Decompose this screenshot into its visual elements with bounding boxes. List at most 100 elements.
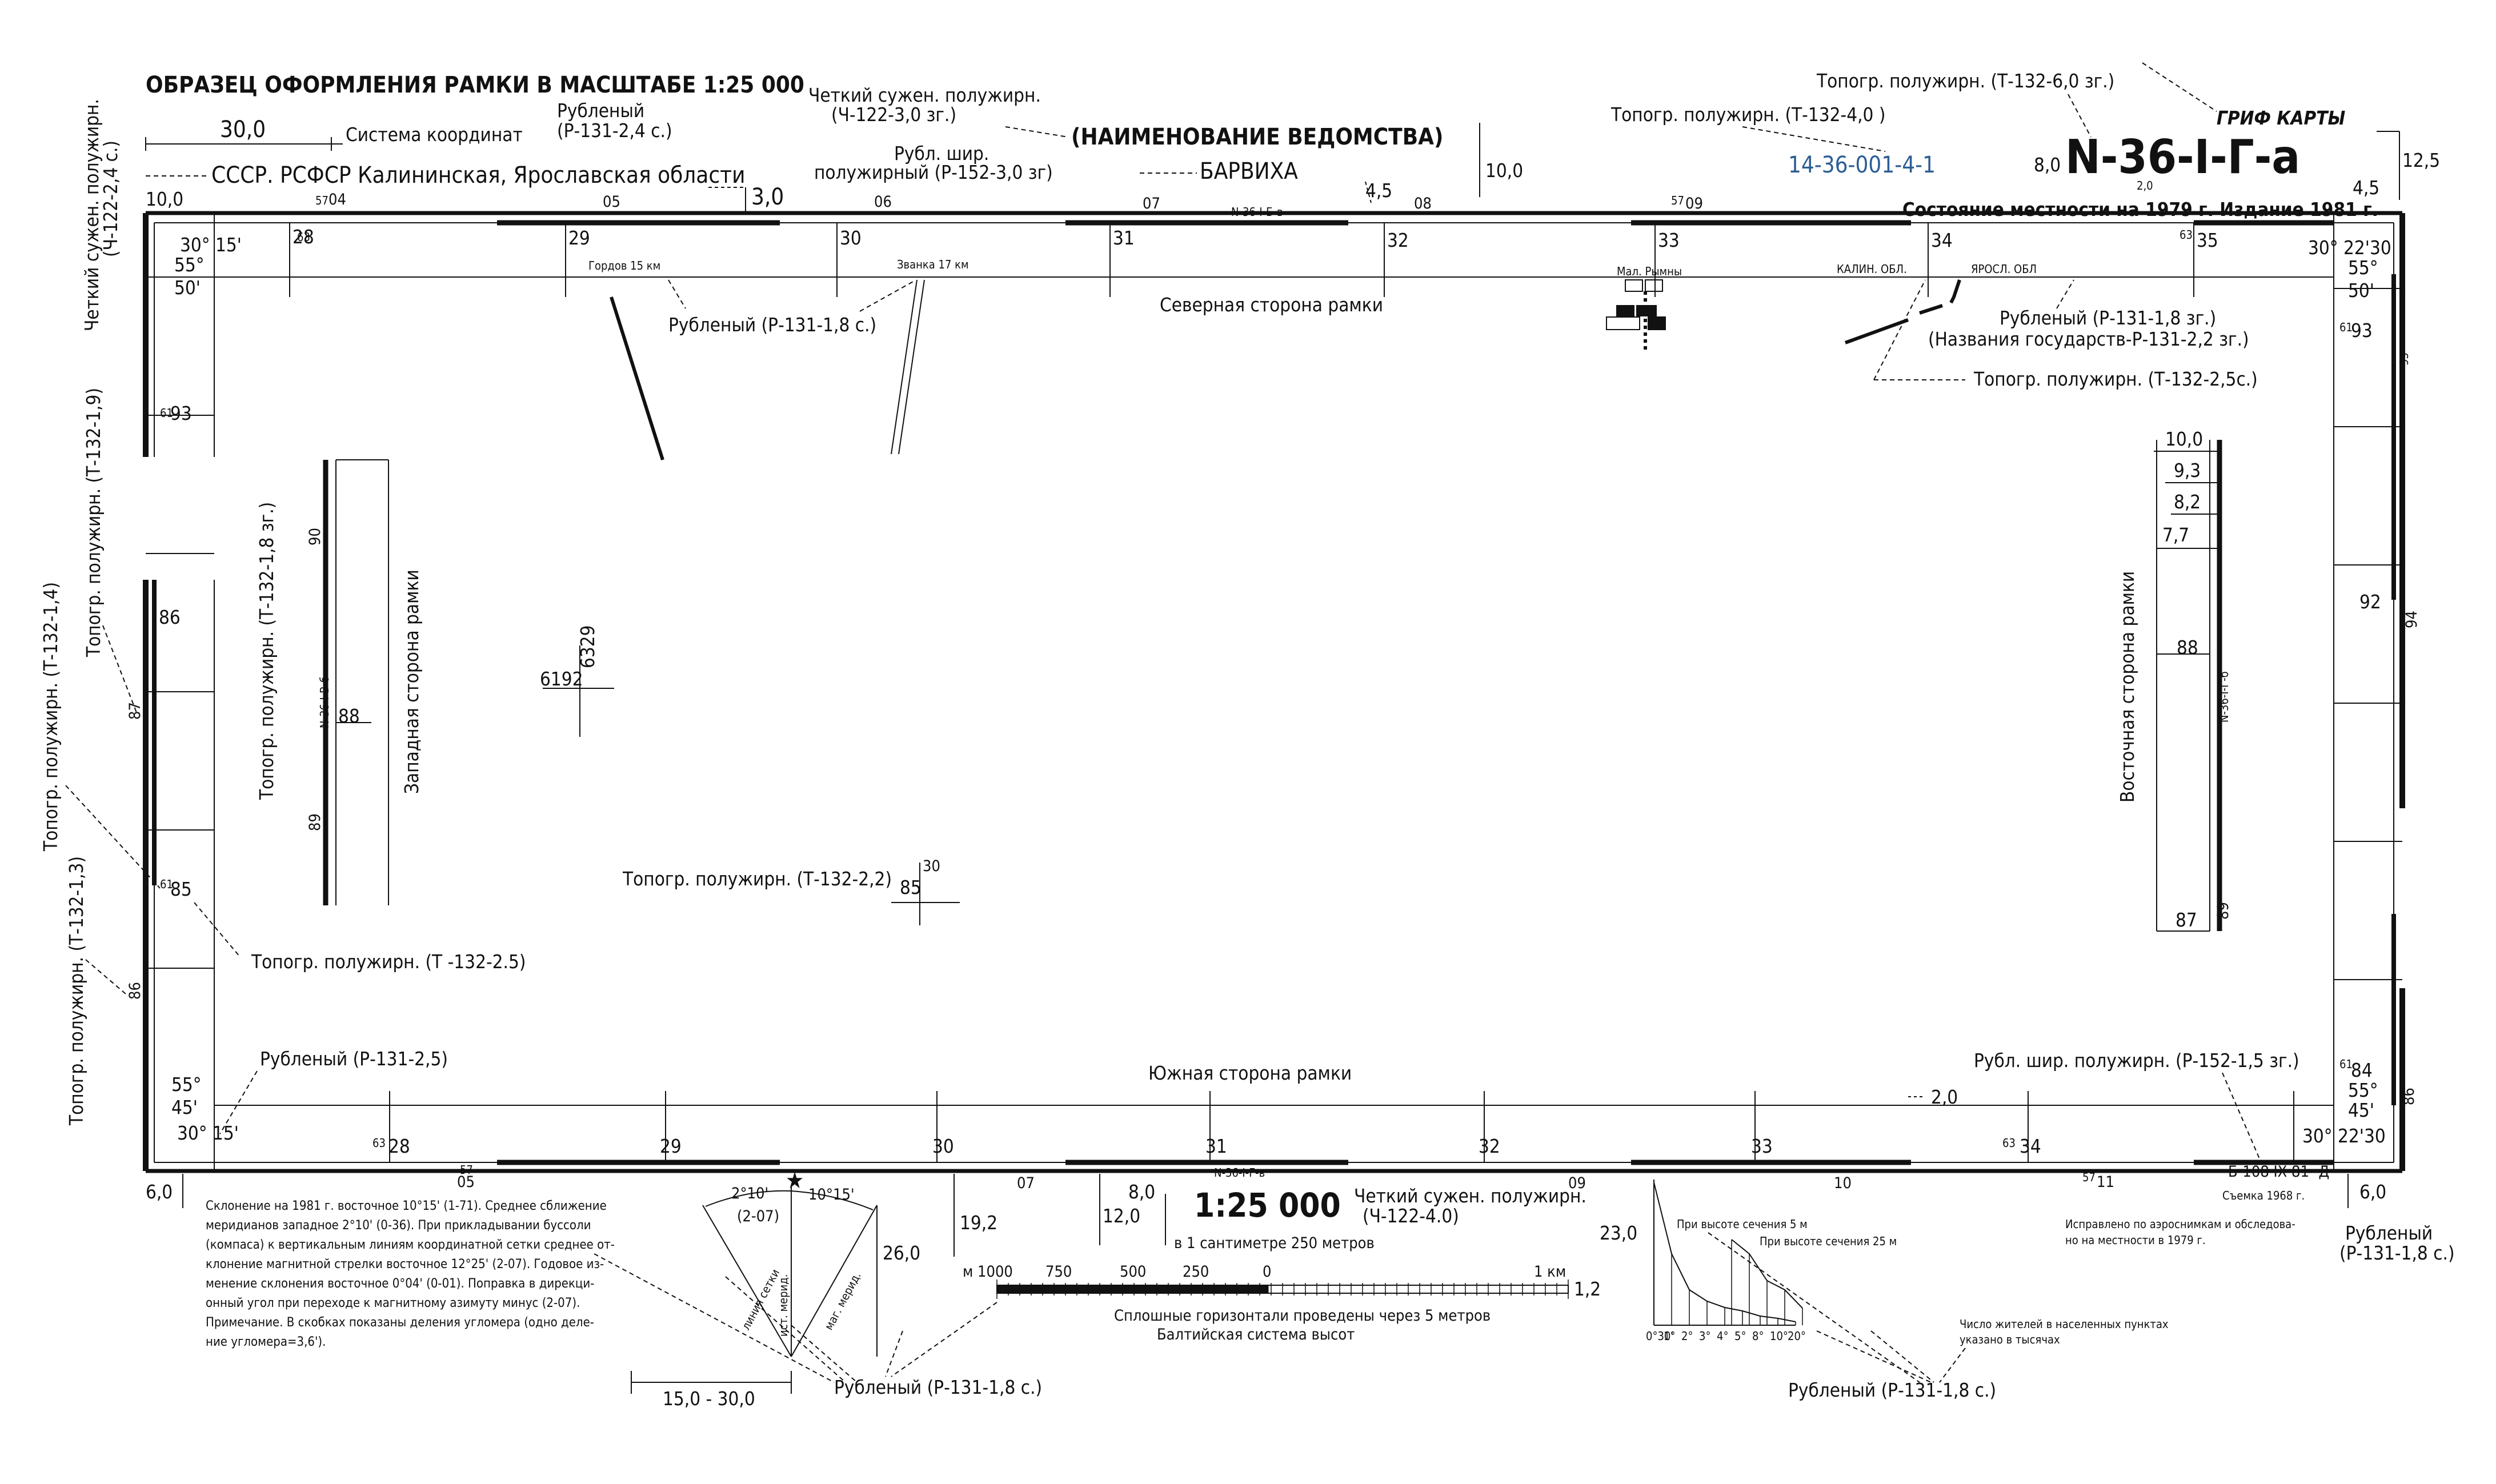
scale-tick-0: 0 [1263,1263,1271,1281]
grid-km-31: 31 [1113,227,1135,249]
east-84: 84 [2351,1059,2373,1081]
road-zvanka: Званка 17 км [897,258,969,271]
south-dim-6-left: 6,0 [146,1181,173,1203]
south-km-31: 31 [1205,1135,1227,1157]
grid-km-30: 30 [840,227,862,249]
grif-font-note: Топогр. полужирн. (Т-132-6,0 зг.) [1816,70,2114,92]
survey-1: Съемка 1968 г. [2222,1189,2305,1202]
south-km-32: 32 [1479,1135,1500,1157]
west-margin-notes: Четкий сужен. полужирн. (Ч-122-2,4 с.) Т… [39,99,161,1126]
south-dim-8: 8,0 [1128,1181,1155,1203]
sample-title: ОБРАЗЕЦ ОФОРМЛЕНИЯ РАМКИ В МАСШТАБЕ 1:25… [146,72,804,98]
font-note-t132-19: Топогр. полужирн. (Т-132-1,9) [82,388,105,657]
south-side-label: Южная сторона рамки [1148,1062,1352,1084]
name-font-note-2: полужирный (Р-152-3,0 зг) [814,161,1053,183]
print-code: Б-108 IX 81 -Д [2228,1163,2329,1181]
west-90: 90 [306,528,324,546]
oblast-right: ЯРОСЛ. ОБЛ [1971,262,2037,276]
contour-2: Балтийская система высот [1157,1326,1355,1343]
scale-tick-250: 250 [1183,1263,1209,1281]
dim-region-3: 3,0 [751,184,784,210]
south-rubl-left: Рубленый (Р-131-1,8 с.) [834,1376,1042,1398]
south-prefix-57b: 57 [2082,1170,2096,1184]
oblast-font-3: Топогр. полужирн. (Т-132-2,5с.) [1973,368,2258,390]
south-dim-12: 12,0 [1103,1205,1140,1227]
south-leaders [594,1232,1966,1383]
grid-top-06: 06 [874,193,892,211]
slope-tick-label: 8° [1752,1329,1764,1343]
road-gordov: Гордов 15 км [588,259,660,272]
south-grid-07: 07 [1017,1174,1035,1192]
south-rubl-mid: Рубленый (Р-131-1,8 с.) [1788,1379,1996,1401]
region-line: СССР. РСФСР Калининская, Ярославская обл… [211,162,745,188]
road-font-note: Рубленый (Р-131-1,8 с.) [668,314,876,336]
scale: 1:25 000 [1194,1186,1341,1225]
west-prefix-61b: 61 [160,877,173,891]
east-prefix-61b: 61 [2339,1057,2353,1071]
south-dim-2: 2,0 [1931,1086,1958,1108]
slope-tick-label: 20° [1788,1329,1806,1343]
east-86: 86 [2400,1088,2418,1105]
center-grid-cross [543,645,614,737]
south-km-34: 34 [2020,1135,2041,1157]
grid-top-08: 08 [1414,195,1432,212]
oblast-left: КАЛИН. ОБЛ. [1837,262,1907,276]
ministry-name: (НАИМЕНОВАНИЕ ВЕДОМСТВА) [1071,124,1443,150]
south-prefix-63: 63 [372,1136,386,1150]
west-side-label: Западная сторона рамки [400,569,423,794]
south-dim-26: 26,0 [883,1242,920,1264]
grid-prefix-57-top: 57 [315,194,328,207]
scale-tick-500: 500 [1120,1263,1146,1281]
name-font-note-1: Рубл. шир. [894,142,989,165]
west-prefix-61: 61 [160,406,173,420]
south-grid-11: 11 [2097,1173,2114,1191]
grid-85-center: 85 [900,876,922,899]
slope-tick-label: 10° [1770,1329,1788,1343]
grid-ticks [146,223,2402,1162]
south-font-right: Рубл. шир. полужирн. (Р-152-1,5 зг.) [1974,1049,2299,1072]
south-dim-15-30: 15,0 - 30,0 [663,1387,755,1410]
center-grid-cross-2 [891,863,960,925]
nomenclature-font-note: Топогр. полужирн. (Т-132-4,0 ) [1610,103,1885,126]
sheet-frame [143,211,2405,1173]
east-dim-7-7: 7,7 [2162,524,2189,546]
east-side-label: Восточная сторона рамки [2116,571,2138,803]
font-note-t132-14: Топогр. полужирн. (Т-132-1,4) [39,582,62,852]
south-rubl-right-1: Рубленый [2345,1222,2433,1244]
east-87: 87 [2176,909,2197,931]
coord-system-dimension: 30,0 Система координат [145,117,523,151]
west-detail [323,459,389,905]
south-rubl-right-2: (Р-131-1,8 с.) [2339,1242,2455,1264]
scale-tick-1000: м 1000 [963,1263,1013,1281]
east-88: 88 [2177,636,2198,659]
south-lat-right: 55° [2348,1079,2378,1101]
font-note-t132-13: Топогр. полужирн. (Т-132-1,3) [65,856,87,1126]
oblast-boundary [1844,279,1961,344]
town-symbol [1606,279,1666,351]
grid-top-09: 09 [1685,195,1703,212]
oblast-font-2: (Названия государств-Р-131-2,2 зг.) [1928,328,2249,350]
west-85: 85 [170,878,192,900]
declination-line: ние угломера=3,6'). [206,1335,326,1349]
south-lon-left: 30° 15' [177,1122,239,1144]
scale-tick-750: 750 [1045,1263,1072,1281]
dim-ministry-10: 10,0 [1485,159,1523,182]
declination-diagram [631,1185,878,1394]
declination-line: Склонение на 1981 г. восточное 10°15' (1… [206,1199,607,1213]
slope-tick-label: 0°30' [1646,1329,1673,1343]
adjacent-west: N-36-I-В-б [318,676,331,728]
font-note-t132-18: Топогр. полужирн. (Т-132-1,8 зг.) [255,502,278,800]
declination-line: менение склонения восточное 0°04' (0-01)… [206,1277,594,1291]
map-name: БАРВИХА [1200,158,1298,185]
grid-km-29: 29 [568,227,590,249]
south-lat-left: 55° [171,1073,202,1096]
ministry-font-note-2: (Ч-122-3,0 зг.) [831,103,956,126]
dim-12-5: 12,5 [2402,149,2440,171]
center-font-note: Топогр. полужирн. (Т-132-2,2) [622,868,892,890]
south-dim-23: 23,0 [1600,1222,1637,1244]
east-89: 89 [2214,902,2232,920]
south-grid-05: 05 [457,1173,475,1191]
state-edition: Состояние местности на 1979 г. Издание 1… [1902,198,2378,220]
grid-prefix-63: 63 [297,230,310,244]
